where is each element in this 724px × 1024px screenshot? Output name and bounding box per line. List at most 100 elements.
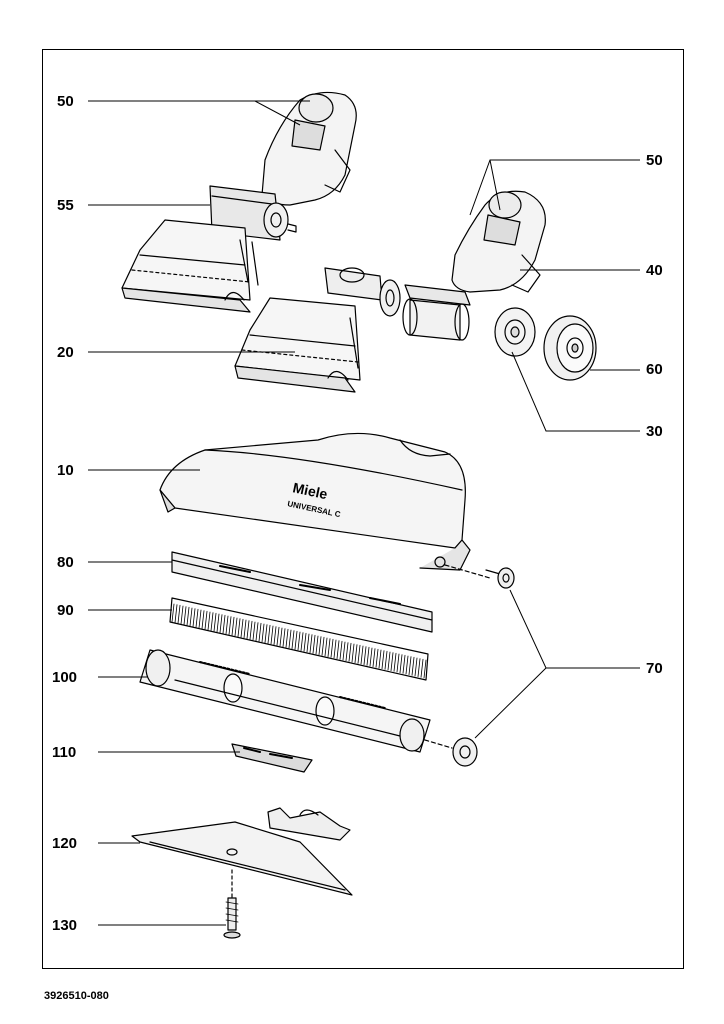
bristle-line xyxy=(288,629,292,649)
bristle-line xyxy=(327,638,331,658)
part-screw xyxy=(223,869,241,939)
bristle-line xyxy=(258,622,262,642)
bristle-line xyxy=(300,632,304,652)
bristle-line xyxy=(366,646,370,666)
callout-130: 130 xyxy=(52,917,78,934)
bristle-line xyxy=(381,650,385,670)
part-end-bushing xyxy=(417,737,478,767)
bristle-line xyxy=(195,608,199,628)
callout-30: 30 xyxy=(646,423,663,440)
bristle-line xyxy=(309,634,313,654)
bristle-line xyxy=(336,640,340,660)
bristle-line xyxy=(282,628,286,648)
leader-lines xyxy=(88,100,640,926)
bristle-line xyxy=(249,620,253,640)
bristle-line xyxy=(186,606,190,626)
drawing-frame xyxy=(42,49,684,969)
bristle-line xyxy=(417,658,421,678)
part-brush-roller xyxy=(139,649,431,753)
bristle-line xyxy=(225,615,229,635)
part-joint-elbow-right xyxy=(402,190,546,341)
bristle-line xyxy=(207,611,211,631)
bristle-line xyxy=(285,628,289,648)
leader-50b xyxy=(469,159,640,216)
callout-60: 60 xyxy=(646,361,663,378)
bristle-line xyxy=(375,648,379,668)
bristle-line xyxy=(303,632,307,652)
part-small-wheel xyxy=(494,307,536,357)
bristle-line xyxy=(273,626,277,646)
bristle-line xyxy=(177,604,181,624)
callout-20: 20 xyxy=(57,344,74,361)
bristle-line xyxy=(246,620,250,640)
bristle-line xyxy=(297,631,301,651)
callout-55: 55 xyxy=(57,197,74,214)
part-main-housing xyxy=(159,432,491,579)
bristle-line xyxy=(192,608,196,628)
callout-90: 90 xyxy=(57,602,74,619)
leader-30 xyxy=(511,351,640,432)
bristle-line xyxy=(360,645,364,665)
bristle-line xyxy=(240,618,244,638)
part-brush-strip xyxy=(169,597,429,681)
brand-name-text: Miele xyxy=(291,479,329,502)
bristle-line xyxy=(345,642,349,662)
bristle-line xyxy=(402,654,406,674)
bristle-line xyxy=(408,656,412,676)
bristle-line xyxy=(222,614,226,634)
bristle-line xyxy=(255,622,259,642)
bristle-line xyxy=(276,626,280,646)
bristle-line xyxy=(333,639,337,659)
bristle-line xyxy=(351,643,355,663)
bristle-line xyxy=(267,624,271,644)
bristle-line xyxy=(357,644,361,664)
callout-40: 40 xyxy=(646,262,663,279)
part-large-wheel xyxy=(543,315,597,381)
bristle-line xyxy=(390,652,394,672)
bristle-line xyxy=(198,609,202,629)
callout-50a: 50 xyxy=(57,93,74,110)
bristle-line xyxy=(270,625,274,645)
callout-110: 110 xyxy=(52,744,77,761)
callout-50b: 50 xyxy=(646,152,663,169)
bristle-line xyxy=(378,649,382,669)
bristle-line xyxy=(183,606,187,626)
bristle-line xyxy=(294,630,298,650)
bristle-line xyxy=(219,614,223,634)
bristle-line xyxy=(369,647,373,667)
bristle-line xyxy=(354,644,358,664)
part-joint-assembly-left xyxy=(121,91,357,313)
bristle-line xyxy=(324,637,328,657)
bristle-line xyxy=(201,610,205,630)
part-end-knob xyxy=(485,567,515,589)
bristle-line xyxy=(330,638,334,658)
bristle-line xyxy=(405,655,409,675)
callout-10: 10 xyxy=(57,462,74,479)
bristle-line xyxy=(180,605,184,625)
callout-70: 70 xyxy=(646,660,663,677)
bristle-line xyxy=(411,656,415,676)
leader-50a xyxy=(88,100,310,126)
callout-100: 100 xyxy=(52,669,78,686)
bristle-line xyxy=(420,658,424,678)
bristle-line xyxy=(399,654,403,674)
bristle-line xyxy=(264,624,268,644)
bristle-line xyxy=(414,657,418,677)
bristle-line xyxy=(393,652,397,672)
bristle-line xyxy=(363,646,367,666)
bristle-line xyxy=(291,630,295,650)
bristle-line xyxy=(348,642,352,662)
bristle-line xyxy=(243,619,247,639)
callout-80: 80 xyxy=(57,554,74,571)
leader-70 xyxy=(474,589,640,739)
bristle-line xyxy=(315,635,319,655)
part-base-plate xyxy=(131,807,353,896)
bristle-line xyxy=(174,604,178,624)
bristle-line xyxy=(306,633,310,653)
bristle-line xyxy=(234,617,238,637)
bristle-line xyxy=(231,616,235,636)
bristle-line xyxy=(384,650,388,670)
part-top-rail xyxy=(171,551,433,633)
bristle-line xyxy=(252,621,256,641)
bristle-line xyxy=(171,603,175,623)
